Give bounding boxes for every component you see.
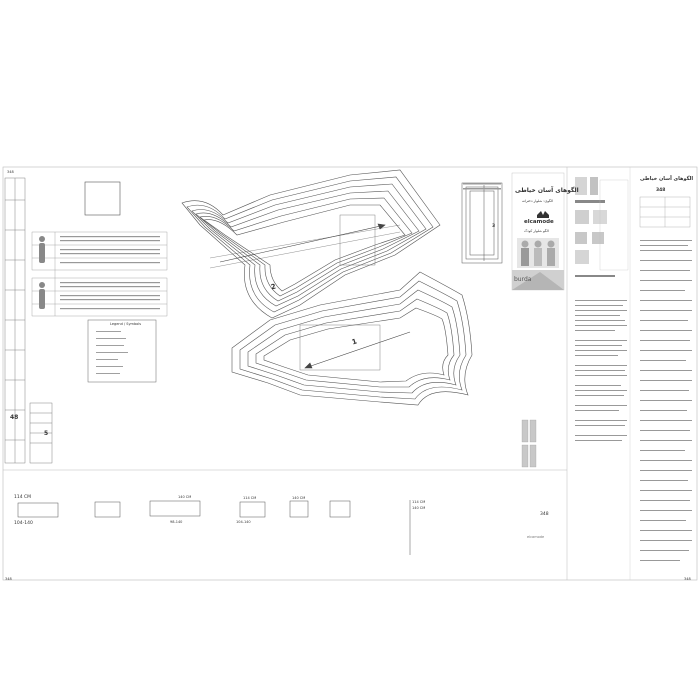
logo-text-bottom: elcamode [527, 535, 545, 539]
vertical-ruler [4, 177, 26, 464]
pattern-piece-top [181, 169, 441, 319]
size-table-cells [60, 236, 160, 310]
range-label-b: 98-140 [170, 520, 183, 524]
brand-title: الگوهای آسان خیاطی [515, 187, 579, 194]
legend-title: Legend / Symbols [110, 322, 142, 326]
right-title: الگوهای آسان خیاطی [640, 176, 694, 182]
piece-number-strip: 3 [492, 224, 496, 229]
ruler-number-2: 5 [44, 430, 49, 437]
bottom-pieces [17, 500, 411, 555]
bottom-right-page-number: 348 [684, 577, 691, 581]
piece-inner-rect-bottom [299, 324, 381, 371]
strip-size-1: 114 CM [412, 500, 426, 504]
range-label-c: 104-140 [236, 520, 251, 524]
burda-logo: burda [514, 276, 532, 283]
pattern-piece-bottom [231, 271, 473, 406]
piece-inner-rect-top [339, 214, 376, 266]
brand-subtitle: الگوی: شلوار دخترانه [522, 199, 554, 203]
test-square [84, 181, 121, 216]
strip-header-bands [463, 183, 501, 190]
cover-panel [511, 172, 565, 291]
size-table [31, 231, 168, 317]
ruler-small [29, 402, 53, 464]
top-left-page-number: 348 [7, 170, 14, 174]
right-page-number: 348 [656, 188, 666, 193]
logo-text: elcamode [524, 219, 554, 225]
strip-size-2: 140 CM [412, 506, 426, 510]
child-figure-icons [39, 236, 45, 309]
size-label-b: 140 CM [178, 495, 192, 499]
kids-caption: الگو شلوار کودک [524, 229, 549, 233]
size-label-a: 114 CM [14, 495, 32, 500]
instruction-thumbnails [575, 177, 629, 277]
instruction-table [639, 196, 691, 228]
size-label-c1: 114 CM [243, 496, 257, 500]
grain-line-top [209, 223, 401, 269]
bottom-left-page-number: 348 [5, 577, 12, 581]
size-label-c2: 140 CM [292, 496, 306, 500]
range-label-a: 104-140 [14, 521, 33, 526]
instruction-text-lines [575, 240, 692, 561]
ruler-number: 48 [10, 414, 19, 421]
pants-thumbnails [521, 419, 537, 468]
grain-line-bottom [304, 331, 411, 369]
strip-page-number: 348 [540, 512, 549, 517]
legend-box [87, 319, 157, 383]
